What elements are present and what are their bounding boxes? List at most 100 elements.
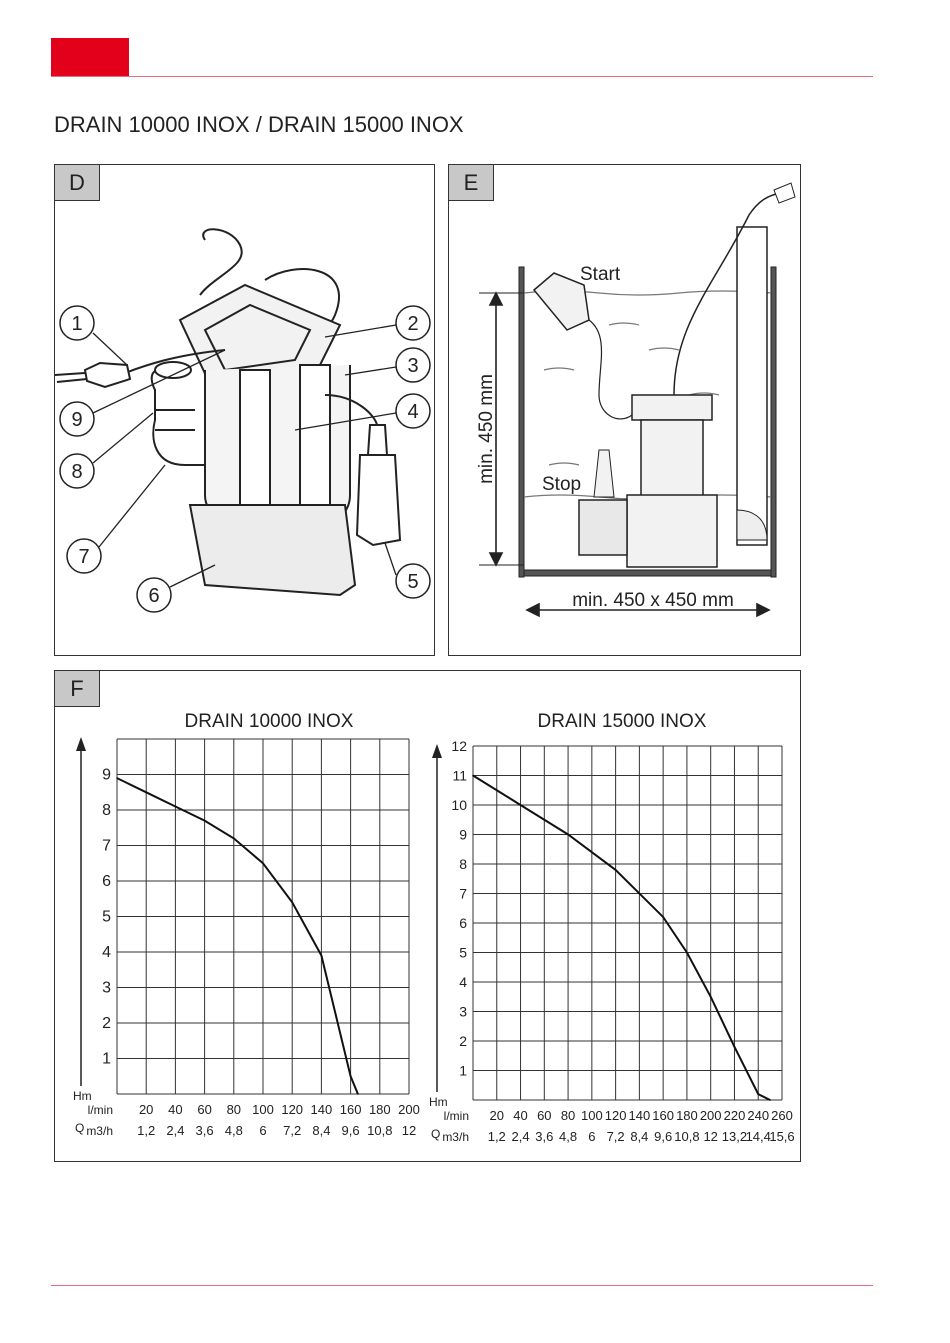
callout-1: 1 (71, 313, 82, 335)
chart1-series-point (291, 901, 293, 904)
chart1-series-point (116, 777, 118, 779)
chart1-ylabel: Hm (73, 1089, 92, 1103)
chart2-x-tick-m3h: 4,8 (559, 1129, 577, 1144)
chart2-y-tick: 7 (459, 886, 467, 902)
chart2-series-point (709, 995, 712, 998)
chart2-x-tick-m3h: 6 (588, 1129, 595, 1144)
chart1-x-tick-lmin: 140 (311, 1102, 333, 1117)
chart2-x-tick-m3h: 2,4 (511, 1129, 529, 1144)
chart1-x-tick-m3h: 10,8 (367, 1123, 392, 1138)
callout-5-circle (395, 563, 431, 599)
chart1-y-tick: 5 (102, 909, 111, 926)
chart1-x-tick-lmin: 160 (340, 1102, 362, 1117)
start-label: Start (580, 264, 621, 285)
chart1-series-point (357, 1093, 359, 1095)
chart2-x-tick-m3h: 7,2 (607, 1129, 625, 1144)
chart1-y-tick: 6 (102, 873, 111, 890)
page-title: DRAIN 10000 INOX / DRAIN 15000 INOX (54, 112, 464, 137)
chart1-x-tick-lmin: 20 (139, 1102, 153, 1117)
callout-4-circle (395, 393, 431, 429)
chart1-series-point (233, 837, 235, 840)
chart1-series-point (203, 819, 206, 822)
chart1-y-tick: 7 (102, 838, 111, 855)
callout-8-circle (59, 453, 95, 489)
height-label: min. 450 mm (476, 374, 497, 484)
chart2-x-unit-m3h: m3/h (442, 1130, 469, 1144)
callout-3-circle (395, 347, 431, 383)
callout-7: 7 (78, 546, 89, 568)
chart1-x-tick-lmin: 80 (227, 1102, 241, 1117)
chart1-y-axis-arrow (76, 737, 86, 751)
callout-3: 3 (407, 355, 418, 377)
chart2-x-tick-m3h: 13,2 (722, 1129, 747, 1144)
chart2-x-tick-lmin: 180 (676, 1108, 698, 1123)
width-dimension (525, 602, 771, 618)
chart1-x-tick-m3h: 7,2 (283, 1123, 301, 1138)
chart2-y-tick: 10 (451, 797, 467, 813)
panel-e-tag: E (449, 165, 494, 201)
chart2-x-unit-lmin: l/min (444, 1109, 469, 1123)
chart2-x-tick-m3h: 1,2 (488, 1129, 506, 1144)
chart1-y-tick: 3 (102, 980, 111, 997)
callout-5: 5 (407, 571, 418, 593)
callout-1-circle (59, 305, 95, 341)
panel-d: D (54, 164, 435, 656)
width-label: min. 450 x 450 mm (572, 590, 734, 611)
callout-leaders (92, 324, 397, 588)
chart2-y-tick: 3 (459, 1004, 467, 1020)
chart2-x-tick-lmin: 20 (490, 1108, 504, 1123)
stop-label: Stop (542, 474, 581, 495)
chart2-x-tick-lmin: 140 (629, 1108, 651, 1123)
chart2-series-point (769, 1099, 771, 1101)
chart2-series-point (519, 804, 522, 806)
chart1-x-unit-lmin: l/min (88, 1103, 113, 1117)
chart2-x-tick-m3h: 8,4 (630, 1129, 648, 1144)
chart1-x-tick-lmin: 100 (252, 1102, 274, 1117)
chart1-x-tick-m3h: 8,4 (312, 1123, 330, 1138)
chart1-series-point (349, 1075, 352, 1078)
chart1-series-point (174, 805, 177, 808)
callout-2: 2 (407, 313, 418, 335)
chart1-x-tick-m3h: 12 (402, 1123, 416, 1138)
chart2-ylabel: Hm (429, 1095, 448, 1109)
callout-4: 4 (407, 401, 418, 423)
chart1-y-tick: 9 (102, 767, 111, 784)
chart1-x-tick-m3h: 1,2 (137, 1123, 155, 1138)
chart2-x-tick-lmin: 160 (652, 1108, 674, 1123)
callout-8: 8 (71, 461, 82, 483)
chart2-x-tick-m3h: 3,6 (535, 1129, 553, 1144)
chart2-y-tick: 8 (459, 856, 467, 872)
chart2-y-tick: 2 (459, 1033, 467, 1049)
chart1-x-tick-lmin: 180 (369, 1102, 391, 1117)
float-stop (593, 449, 615, 498)
chart1-series-point (145, 791, 147, 794)
float-start (532, 272, 590, 331)
chart1-xlabel: Q (75, 1121, 84, 1135)
chart2-y-axis-arrow (432, 744, 442, 758)
chart2-title: DRAIN 15000 INOX (538, 711, 707, 732)
chart1-y-tick: 1 (102, 1051, 111, 1068)
chart1-x-tick-m3h: 4,8 (225, 1123, 243, 1138)
chart2-x-tick-m3h: 15,6 (769, 1129, 794, 1144)
tank (518, 266, 777, 578)
chart2-series-line (472, 774, 771, 1101)
chart2-x-tick-lmin: 240 (747, 1108, 769, 1123)
chart1-y-tick: 2 (102, 1015, 111, 1032)
chart1-x-tick-m3h: 6 (259, 1123, 266, 1138)
chart2-series-point (567, 833, 569, 836)
chart1-title: DRAIN 10000 INOX (185, 711, 354, 732)
footer-rule (51, 1285, 873, 1286)
installation-illustration: min. 450 mm min. 450 x 450 mm Start Stop (476, 182, 796, 618)
callout-7-circle (66, 538, 102, 574)
chart2-y-tick: 4 (459, 974, 467, 990)
pump-installed (578, 394, 718, 568)
chart2-x-tick-lmin: 260 (771, 1108, 793, 1123)
pump-drawing (55, 228, 402, 597)
panel-f-tag: F (55, 671, 100, 707)
height-dimension (479, 291, 524, 567)
chart2-y-tick: 12 (451, 738, 467, 754)
callout-6-circle (136, 577, 172, 613)
chart1-series-point (262, 862, 264, 865)
